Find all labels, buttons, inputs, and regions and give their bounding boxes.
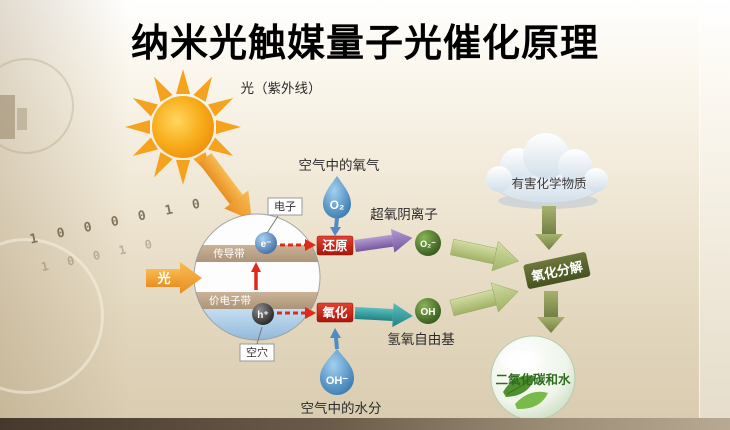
sunlight-arrow <box>198 153 252 221</box>
hydroxyl-to-decompose-arrow <box>449 282 519 317</box>
superoxide-to-decompose-arrow <box>450 238 519 272</box>
excitation-arrow <box>251 262 261 290</box>
water-symbol: OH⁻ <box>326 375 349 387</box>
decompose-down-arrow <box>537 291 565 333</box>
pollutant-cloud-icon: 有害化学物质 <box>486 133 608 209</box>
reduction-box: 还原 <box>316 235 354 256</box>
water-drop-icon: OH⁻ <box>320 349 354 395</box>
oxygen-drop-icon: O₂ <box>323 176 351 219</box>
decompose-banner: 氧化分解 <box>523 252 591 289</box>
hole-tag: 空穴 <box>239 326 275 362</box>
pollutant-label: 有害化学物质 <box>511 176 586 191</box>
svg-text:还原: 还原 <box>321 238 348 253</box>
svg-text:氧化: 氧化 <box>321 305 348 320</box>
oxygen-label: 空气中的氧气 <box>299 158 380 173</box>
hole-dashed-arrow <box>277 307 316 319</box>
uv-light-label: 光（紫外线） <box>241 81 322 96</box>
oxidation-box: 氧化 <box>316 302 354 323</box>
light-arrow: 光 <box>146 262 202 294</box>
oxygen-symbol: O₂ <box>330 198 345 212</box>
hydroxyl-ball: OH <box>415 298 441 324</box>
photocatalyst-particle: 传导带 价电子带 e⁻ h⁺ <box>193 213 321 341</box>
bottom-bar <box>0 418 730 430</box>
cloud-down-arrow <box>535 206 563 250</box>
superoxide-ball: O₂⁻ <box>415 230 441 256</box>
electron-dashed-arrow <box>280 239 316 251</box>
result-sphere-icon: 二氧化碳和水 <box>490 335 576 421</box>
svg-text:电子: 电子 <box>274 200 296 213</box>
hydroxyl-symbol: OH <box>421 307 436 318</box>
hydroxyl-label: 氢氧自由基 <box>387 331 455 347</box>
svg-text:空穴: 空穴 <box>246 345 268 359</box>
background-right-tint <box>699 0 730 430</box>
hole-ball: h⁺ <box>252 303 274 325</box>
electron-tag: 电子 <box>266 197 303 234</box>
conduction-band-label: 传导带 <box>213 248 245 260</box>
light-arrow-label: 光 <box>156 271 170 286</box>
water-label: 空气中的水分 <box>301 401 382 416</box>
electron-ball: e⁻ <box>255 232 277 254</box>
oxygen-to-reduction-arrow <box>330 217 341 236</box>
valence-band-label: 价电子带 <box>209 294 251 307</box>
electron-symbol: e⁻ <box>261 239 272 250</box>
superoxide-symbol: O₂⁻ <box>420 239 436 249</box>
hole-symbol: h⁺ <box>257 310 268 321</box>
water-to-oxidation-arrow <box>330 328 341 350</box>
reduction-product-arrow <box>354 228 413 253</box>
sun-icon <box>125 69 241 185</box>
result-label: 二氧化碳和水 <box>495 372 571 387</box>
page-title: 纳米光触媒量子光催化原理 <box>130 23 599 65</box>
oxidation-product-arrow <box>354 303 413 327</box>
superoxide-label: 超氧阴离子 <box>370 206 438 222</box>
